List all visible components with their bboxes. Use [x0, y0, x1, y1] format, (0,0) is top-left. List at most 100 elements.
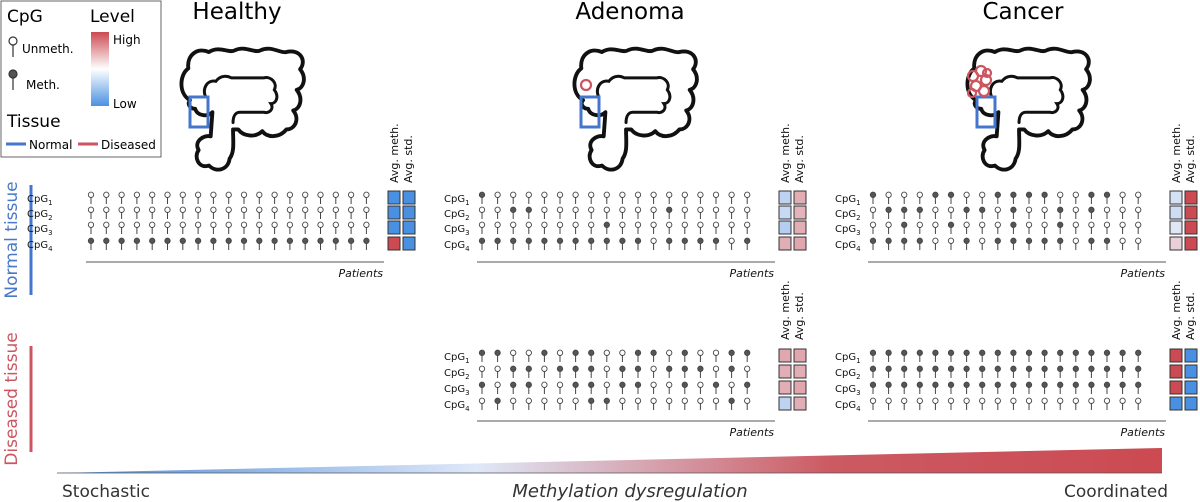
unmethylated-site-icon	[681, 397, 688, 410]
colon-illustrations	[179, 46, 1092, 172]
avg-std-header: Avg. std.	[1184, 292, 1197, 340]
unmethylated-site-icon	[556, 206, 564, 219]
legend-level-high: High	[113, 33, 141, 47]
methylated-site-icon	[1057, 381, 1064, 394]
methylated-site-icon	[588, 397, 595, 410]
avg-meth-cell	[1169, 205, 1183, 220]
methylated-site-icon	[963, 349, 970, 362]
avg-meth-cell	[387, 236, 401, 251]
methylated-site-icon	[916, 381, 923, 394]
methylated-site-icon	[1057, 237, 1064, 250]
unmethylated-site-icon	[712, 349, 720, 362]
methylated-site-icon	[1041, 191, 1048, 204]
methylated-site-icon	[1057, 349, 1064, 362]
avg-std-cell	[793, 205, 807, 220]
avg-std-header: Avg. std.	[793, 292, 806, 340]
unmethylated-site-icon	[634, 206, 642, 219]
polyp-icon	[579, 78, 593, 92]
methylated-site-icon	[164, 237, 171, 250]
unmethylated-site-icon	[271, 191, 278, 204]
unmethylated-site-icon	[240, 221, 248, 234]
avg-std-cell	[402, 190, 416, 205]
methylated-site-icon	[994, 191, 1001, 204]
unmethylated-site-icon	[994, 206, 1001, 219]
methylated-site-icon	[901, 221, 908, 234]
methylated-site-icon	[885, 381, 892, 394]
cpg-label: CpG4	[835, 400, 861, 413]
methylated-site-icon	[979, 365, 986, 378]
unmethylated-site-icon	[697, 397, 704, 410]
methylated-site-icon	[588, 381, 595, 394]
cpg-label: CpG3	[444, 224, 470, 237]
unmethylated-site-icon	[681, 206, 688, 219]
unmethylated-site-icon	[728, 191, 735, 204]
methylated-site-icon	[1088, 206, 1095, 219]
cpg-label: CpG2	[27, 209, 53, 222]
methylated-site-icon	[947, 191, 955, 204]
methylated-site-icon	[588, 237, 595, 250]
methylated-site-icon	[510, 381, 517, 394]
unmethylated-site-icon	[541, 381, 548, 394]
unmethylated-site-icon	[225, 191, 232, 204]
methylated-site-icon	[1072, 365, 1079, 378]
methylated-site-icon	[572, 237, 579, 250]
unmethylated-site-icon	[556, 397, 564, 410]
methylated-site-icon	[901, 206, 908, 219]
methylated-site-icon	[885, 365, 892, 378]
unmethylated-site-icon	[103, 206, 110, 219]
polyp-icon	[979, 73, 993, 87]
methylated-site-icon	[1072, 381, 1079, 394]
unmethylated-site-icon	[619, 206, 626, 219]
methylated-site-icon	[947, 365, 955, 378]
methylated-site-icon	[194, 237, 202, 250]
methylated-site-icon	[963, 365, 970, 378]
unmethylated-site-icon	[1025, 221, 1033, 234]
patients-label: Patients	[1120, 267, 1165, 280]
methylated-site-icon	[541, 237, 548, 250]
methylated-site-icon	[363, 237, 370, 250]
methylated-site-icon	[1025, 349, 1033, 362]
unmethylated-site-icon	[194, 191, 202, 204]
methylated-site-icon	[1103, 349, 1111, 362]
avg-std-cell	[1184, 348, 1198, 363]
avg-std-cell	[793, 364, 807, 379]
tissue-sample-box	[975, 95, 997, 129]
unmethylated-site-icon	[1057, 191, 1064, 204]
unmethylated-site-icon	[947, 237, 955, 250]
unmethylated-site-icon	[302, 221, 309, 234]
unmethylated-site-icon	[712, 397, 720, 410]
unmethylated-site-icon	[979, 237, 986, 250]
methylated-site-icon	[901, 381, 908, 394]
unmethylated-site-icon	[525, 349, 532, 362]
methylated-site-icon	[525, 206, 532, 219]
unmethylated-site-icon	[225, 206, 232, 219]
methylated-site-icon	[1072, 349, 1079, 362]
methylated-site-icon	[681, 349, 688, 362]
methylated-site-icon	[1057, 221, 1064, 234]
unmethylated-site-icon	[619, 191, 626, 204]
legend-diseased-label: Diseased	[101, 138, 156, 152]
methylated-site-icon	[494, 237, 501, 250]
methylated-site-icon	[541, 349, 548, 362]
unmethylated-site-icon	[666, 397, 673, 410]
unmethylated-site-icon	[712, 191, 720, 204]
unmethylated-site-icon	[932, 221, 939, 234]
legend-normal-label: Normal	[29, 138, 72, 152]
unmethylated-site-icon	[179, 191, 186, 204]
unmethylated-site-icon	[118, 191, 125, 204]
unmethylated-site-icon	[541, 221, 548, 234]
legend-tissue-title: Tissue	[6, 112, 61, 132]
unmethylated-site-icon	[650, 381, 657, 394]
unmethylated-site-icon	[210, 221, 217, 234]
colon-outline	[179, 46, 306, 172]
patients-label: Patients	[338, 267, 383, 280]
methylated-site-icon	[963, 237, 970, 250]
unmethylated-site-icon	[1135, 397, 1142, 410]
unmethylated-site-icon	[681, 191, 688, 204]
unmethylated-site-icon	[932, 397, 939, 410]
unmethylated-site-icon	[869, 221, 877, 234]
dysregulation-gradient	[57, 448, 1162, 473]
avg-meth-cell	[1169, 380, 1183, 395]
